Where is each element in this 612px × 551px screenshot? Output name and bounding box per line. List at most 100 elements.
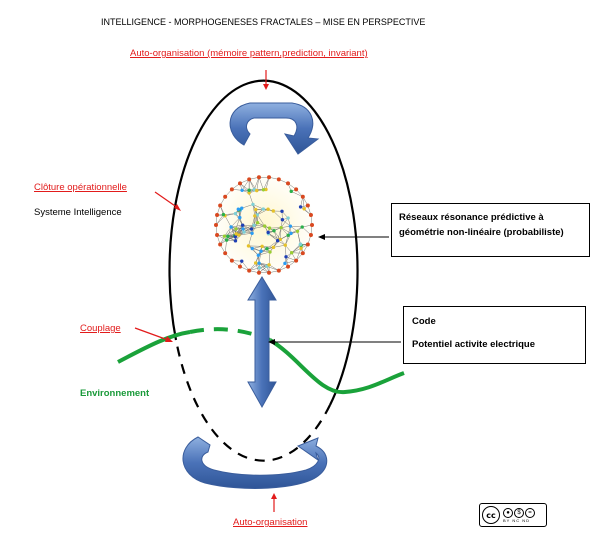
network-node: [279, 225, 283, 230]
pointer-code: [268, 339, 401, 345]
network-node: [267, 263, 271, 267]
label-environnement: Environnement: [80, 388, 150, 399]
network-node: [251, 202, 255, 207]
network-node: [253, 214, 257, 218]
box-reseaux: Réseaux résonance prédictive à géométrie…: [391, 203, 590, 257]
network-node: [250, 231, 254, 235]
pointer-cloture: [154, 191, 181, 211]
network-node: [229, 225, 233, 229]
network-node: [223, 194, 228, 199]
network-node: [283, 243, 287, 247]
network-node: [280, 209, 284, 213]
neural-network-sphere-icon: [214, 175, 314, 275]
network-node: [256, 175, 261, 180]
network-node: [310, 223, 314, 227]
network-node: [249, 227, 254, 231]
environment-wave-right: [268, 338, 405, 395]
label-auto-organisation-bottom: Auto-organisation: [233, 517, 308, 528]
cc-nc-icon: $: [514, 507, 524, 518]
network-node: [271, 245, 276, 250]
network-node: [256, 270, 261, 275]
pointer-reseaux: [318, 234, 389, 240]
network-node: [299, 246, 303, 251]
network-node: [241, 227, 245, 231]
network-node: [262, 224, 267, 228]
network-node: [254, 207, 258, 212]
network-node: [286, 216, 290, 220]
network-node: [294, 187, 299, 192]
box-reseaux-line1: Réseaux résonance prédictive à: [399, 212, 544, 223]
network-node: [261, 207, 266, 211]
network-node: [267, 270, 272, 275]
network-node: [261, 188, 266, 192]
network-node: [283, 261, 287, 266]
label-couplage: Couplage: [80, 323, 121, 334]
double-arrow-icon: [247, 276, 277, 409]
network-node: [247, 188, 251, 192]
pointer-auto-org-bottom: [271, 493, 277, 512]
network-node: [238, 215, 242, 220]
pointer-auto-org-top: [263, 70, 269, 90]
network-node: [257, 261, 261, 265]
network-node: [218, 203, 223, 208]
network-node: [280, 218, 285, 222]
network-node: [240, 188, 244, 193]
network-node: [286, 264, 290, 269]
network-node: [252, 223, 256, 228]
pointer-couplage: [134, 327, 173, 342]
network-node: [226, 234, 230, 239]
network-node: [295, 229, 300, 233]
network-node: [214, 223, 218, 227]
label-cloture-operationnelle: Clôture opérationnelle: [34, 182, 127, 193]
cc-terms: BY NC ND: [503, 517, 531, 523]
network-node: [289, 231, 293, 236]
network-node: [238, 181, 242, 186]
network-node: [222, 234, 227, 238]
cc-by-icon: ●: [503, 507, 513, 518]
network-node: [240, 206, 244, 210]
network-node: [242, 230, 246, 234]
network-node: [276, 177, 281, 182]
network-node: [268, 250, 272, 254]
network-node: [305, 203, 310, 208]
network-node: [233, 211, 238, 216]
network-node: [257, 266, 262, 270]
label-auto-organisation-top: Auto-organisation (mémoire pattern,predi…: [130, 48, 368, 59]
network-node: [286, 233, 290, 237]
network-node: [267, 226, 272, 230]
network-node: [289, 251, 294, 255]
network-node: [286, 181, 290, 186]
network-node: [224, 238, 229, 242]
network-node: [284, 255, 288, 259]
network-node: [300, 194, 305, 199]
network-node: [238, 264, 242, 269]
network-node: [278, 237, 282, 242]
network-node: [247, 268, 252, 273]
network-node: [234, 227, 238, 231]
network-node: [266, 207, 270, 211]
network-node: [215, 232, 220, 237]
network-node: [266, 230, 270, 235]
network-node: [265, 247, 269, 251]
box-reseaux-line2: géométrie non-linéaire (probabiliste): [399, 227, 564, 238]
network-node: [288, 224, 293, 228]
network-node: [259, 249, 263, 253]
network-node: [215, 213, 220, 218]
network-node: [305, 242, 310, 247]
network-node: [276, 268, 281, 273]
network-node: [260, 244, 264, 249]
network-node: [255, 221, 260, 225]
network-node: [229, 258, 234, 263]
network-node: [223, 251, 228, 256]
cc-badge: cc: [482, 506, 500, 524]
network-node: [298, 242, 303, 246]
network-node: [267, 175, 272, 180]
circular-arrow-bottom-icon: [182, 436, 328, 489]
network-node: [246, 244, 251, 248]
network-node: [275, 239, 280, 243]
network-node: [237, 233, 241, 237]
cc-nd-icon: =: [525, 507, 535, 518]
network-node: [233, 235, 238, 239]
network-node: [271, 209, 275, 213]
network-node: [233, 239, 238, 243]
